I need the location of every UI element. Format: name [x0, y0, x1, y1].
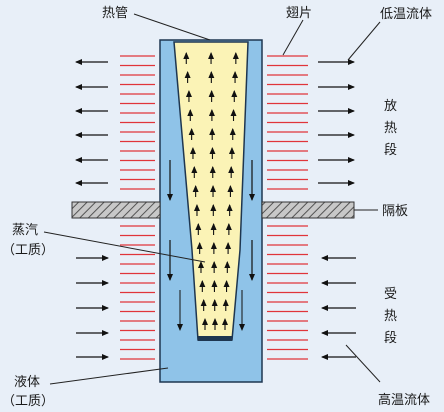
heat-pipe — [159, 39, 263, 383]
label-release-section-2: 热 — [384, 121, 397, 136]
label-heat-pipe: 热管 — [102, 6, 128, 21]
leader-high-temp — [345, 344, 381, 383]
label-partition: 隔板 — [382, 204, 408, 219]
label-release-section-1: 放 — [384, 99, 397, 114]
label-liquid-1: 液体 — [14, 375, 40, 390]
leader-liquid — [49, 367, 169, 385]
leader-vapor — [43, 231, 206, 263]
leader-heat-pipe — [133, 13, 211, 41]
label-high-temp-fluid: 高温流体 — [378, 392, 430, 408]
leader-lines — [43, 13, 381, 385]
fins — [120, 55, 308, 360]
leader-fin — [282, 19, 304, 56]
label-vapor-1: 蒸汽 — [12, 223, 38, 238]
label-absorb-section-2: 热 — [384, 309, 397, 324]
label-liquid-2: （工质） — [2, 394, 54, 409]
partition-plate — [71, 201, 355, 219]
label-low-temp-fluid: 低温流体 — [380, 7, 432, 22]
label-absorb-section-3: 段 — [384, 331, 397, 346]
label-fin: 翅片 — [286, 5, 312, 21]
label-vapor-2: （工质） — [2, 243, 54, 258]
leader-low-temp — [347, 21, 381, 61]
pipe-bottom-cap — [198, 336, 232, 341]
label-absorb-section-1: 受 — [384, 287, 397, 302]
fluid-flow-arrows — [75, 59, 356, 360]
internal-flow-arrows — [167, 52, 255, 331]
label-release-section-3: 段 — [384, 143, 397, 158]
